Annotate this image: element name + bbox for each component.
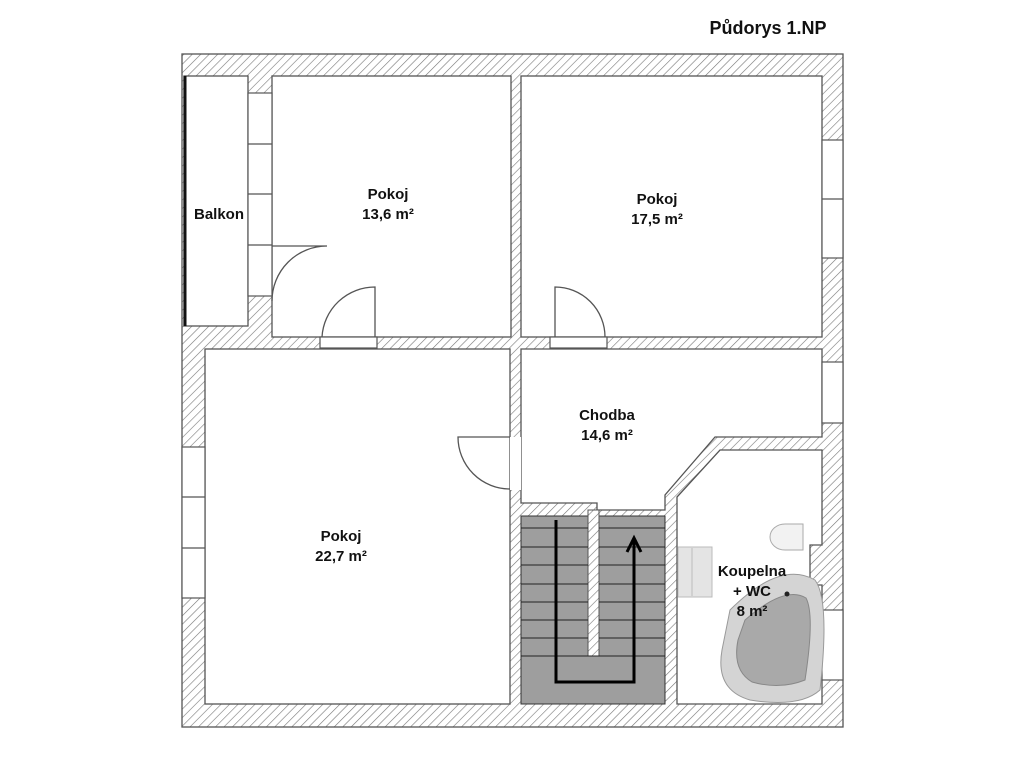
stair-direction-arrow [554,520,636,684]
area-pokoj-1: 13,6 m² [362,206,414,223]
balcony [183,75,249,327]
door-swings [271,245,606,490]
area-pokoj-3: 22,7 m² [315,548,367,565]
label-pokoj-1: Pokoj [368,186,409,203]
staircase [520,509,666,705]
label-pokoj-2: Pokoj [637,191,678,208]
area-koupelna: 8 m² [737,603,768,620]
toilet [769,523,804,551]
label-chodba: Chodba [579,407,635,424]
label-wc: + WC [733,583,771,600]
label-koupelna: Koupelna [718,563,787,580]
room-pokoj-17 [520,75,823,338]
label-balkon: Balkon [194,206,244,223]
area-chodba: 14,6 m² [581,427,633,444]
room-pokoj-13 [271,75,512,338]
label-pokoj-3: Pokoj [321,528,362,545]
sink [677,546,713,598]
area-pokoj-2: 17,5 m² [631,211,683,228]
windows [181,92,844,681]
bathroom-fixtures [677,523,825,703]
doors [319,336,608,490]
plan-title: Půdorys 1.NP [709,18,826,38]
room-pokoj-22 [204,348,511,705]
